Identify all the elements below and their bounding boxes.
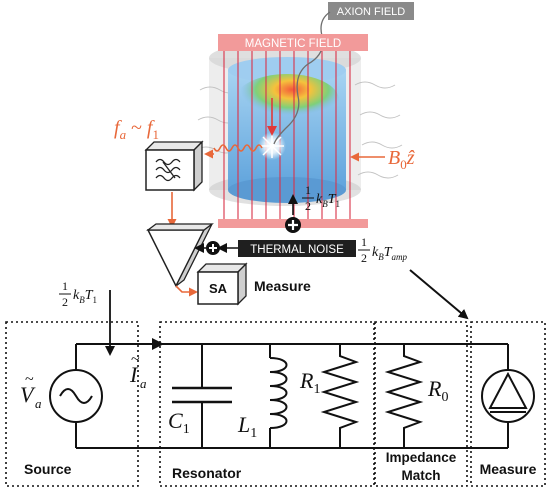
- r1-label: R1: [299, 368, 320, 397]
- thermal-noise-bar: [238, 240, 356, 257]
- filter-box: [144, 140, 204, 192]
- noise-sum-node-cavity: [285, 217, 301, 233]
- b-field-label: B0ẑ: [388, 147, 415, 172]
- cavity-noise-label: 1 2 kBT1: [302, 183, 340, 213]
- svg-text:kBTamp: kBTamp: [372, 245, 408, 262]
- frequency-relation: fa ~ f1: [114, 117, 159, 142]
- circuit-wires: [75, 343, 509, 449]
- amp-to-sa-line: [175, 285, 198, 297]
- c1-label: C1: [168, 408, 190, 437]
- amplifier: [146, 223, 214, 288]
- current-label: I ~ a: [129, 351, 147, 391]
- svg-text:a: a: [140, 376, 147, 391]
- measure-top-label: Measure: [254, 278, 311, 294]
- source-noise-label: 1 2 kBT1: [59, 279, 97, 309]
- r0-label: R0: [427, 376, 448, 405]
- resonator-box: [159, 321, 375, 487]
- amp-noise-label: 1 2 kBTamp: [358, 235, 408, 265]
- measurement-amplifier: [481, 369, 535, 423]
- current-arrow: [152, 338, 164, 350]
- magnetic-field-label: MAGNETIC FIELD: [245, 38, 341, 50]
- svg-text:V: V: [20, 382, 36, 407]
- measure-box-label: Measure: [480, 461, 537, 477]
- axion-field-box: [328, 2, 414, 20]
- magnetic-field-band-top: [218, 34, 368, 51]
- resistor-r1: [320, 344, 360, 448]
- inductor-l1: [269, 344, 288, 448]
- svg-text:2: 2: [361, 251, 367, 265]
- resistor-r0: [384, 344, 424, 448]
- measure-box: [470, 321, 546, 487]
- svg-text:kBT1: kBT1: [316, 192, 340, 209]
- amp-noise-arrow: [409, 269, 469, 320]
- svg-text:2: 2: [305, 199, 311, 213]
- axion-field: AXION FIELD: [273, 2, 414, 145]
- svg-text:2: 2: [62, 295, 68, 309]
- axion-field-label: AXION FIELD: [337, 6, 406, 18]
- sa-label: SA: [209, 281, 228, 296]
- svg-text:1: 1: [62, 279, 68, 293]
- svg-text:a: a: [35, 396, 42, 411]
- source-box-label: Source: [24, 461, 72, 477]
- source-voltage-label: V ~ a: [20, 371, 42, 411]
- l1-label: L1: [237, 412, 257, 441]
- svg-text:1: 1: [361, 235, 367, 249]
- impedance-box-label-2: Match: [401, 468, 440, 483]
- source-box: [5, 321, 139, 487]
- ac-source: [49, 369, 103, 423]
- impedance-box-label-1: Impedance: [386, 450, 457, 465]
- spectrum-analyzer: SA: [196, 262, 248, 306]
- axion-field-line: [273, 11, 331, 145]
- svg-text:~: ~: [131, 351, 140, 368]
- svg-text:kBT1: kBT1: [73, 288, 97, 305]
- svg-text:~: ~: [25, 371, 34, 388]
- capacitor-c1: [172, 344, 232, 448]
- filter-wave-icon: [155, 158, 181, 182]
- impedance-match-box: [374, 321, 468, 487]
- svg-text:I: I: [129, 362, 139, 387]
- noise-sum-node-amp: [206, 241, 220, 255]
- signal-wave: [213, 144, 263, 152]
- thermal-noise-label: THERMAL NOISE: [250, 244, 344, 256]
- svg-text:1: 1: [305, 183, 311, 197]
- resonator-box-label: Resonator: [172, 465, 242, 481]
- cavity-illustration: [195, 42, 403, 222]
